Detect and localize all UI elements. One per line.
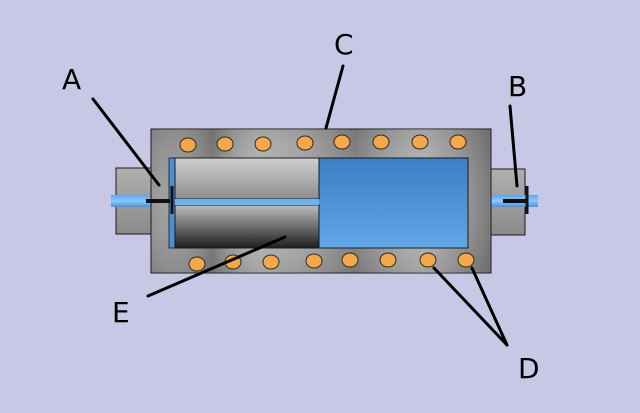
- coil-turn: [372, 134, 390, 150]
- coil-bottom-row: [188, 252, 475, 272]
- label-a: A: [62, 63, 81, 96]
- coil-top-row: [179, 134, 467, 153]
- lower-core-rod: [174, 204, 320, 249]
- coil-turn: [419, 252, 437, 268]
- label-d: D: [518, 352, 540, 385]
- leader-a: [91, 97, 161, 187]
- coil-turn: [262, 254, 280, 270]
- leader-b: [508, 104, 519, 188]
- coil-turn: [188, 256, 206, 272]
- liquid-chamber: [317, 157, 469, 249]
- coil-turn: [296, 135, 314, 151]
- coil-turn: [333, 134, 351, 150]
- coil-turn: [411, 134, 429, 150]
- leader-d1: [432, 266, 509, 347]
- coil-turn: [179, 137, 197, 153]
- coil-turn: [254, 136, 272, 152]
- core-gap: [175, 199, 319, 205]
- coil-turn: [379, 252, 397, 268]
- label-e: E: [112, 296, 130, 329]
- coil-turn: [216, 136, 234, 152]
- coil-turn: [341, 252, 359, 268]
- coil-turn: [457, 252, 475, 268]
- coil-turn: [449, 134, 467, 150]
- label-b: B: [508, 70, 527, 103]
- label-c: C: [334, 28, 354, 61]
- leader-d2: [470, 266, 509, 347]
- coil-turn: [305, 253, 323, 269]
- leader-e: [146, 235, 287, 298]
- leader-c: [324, 64, 345, 130]
- upper-core-rod: [174, 157, 320, 200]
